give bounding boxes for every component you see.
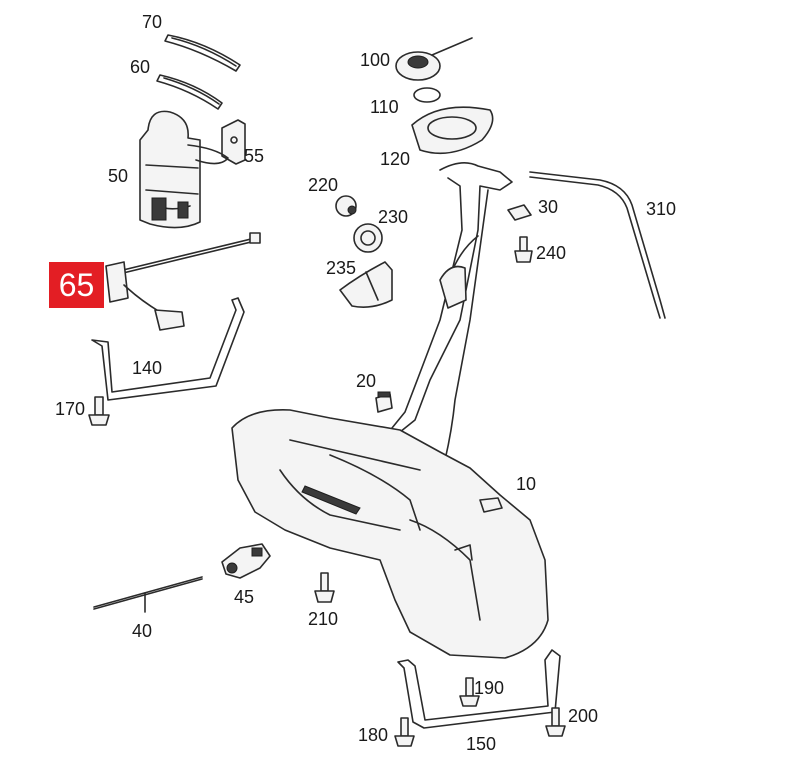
label-140: 140 (132, 358, 162, 378)
highlight-badge (49, 262, 104, 308)
part-120-filler-housing (411, 106, 494, 155)
label-55: 55 (244, 146, 264, 166)
part-220-grommet (335, 195, 357, 217)
part-210-bolt (314, 572, 335, 603)
label-150: 150 (466, 734, 496, 754)
label-220: 220 (308, 175, 338, 195)
label-210: 210 (308, 609, 338, 629)
label-120: 120 (380, 149, 410, 169)
part-200-bolt (545, 707, 566, 737)
part-30-pad (507, 204, 532, 221)
part-70-gasket (164, 34, 241, 72)
part-55-clip (221, 119, 246, 165)
part-180-bolt (394, 717, 415, 747)
part-170-bolt (88, 396, 110, 426)
label-30: 30 (538, 197, 558, 217)
label-10: 10 (516, 474, 536, 494)
label-200: 200 (568, 706, 598, 726)
part-230-valve (353, 223, 383, 253)
label-20: 20 (356, 371, 376, 391)
part-240-bolt (514, 236, 533, 263)
label-100: 100 (360, 50, 390, 70)
label-40: 40 (132, 621, 152, 641)
part-190-bolt (459, 677, 480, 707)
part-235-heat-shield (339, 261, 393, 308)
part-50-fuel-pump (139, 110, 229, 229)
label-310: 310 (646, 199, 676, 219)
filler-neck (391, 162, 513, 461)
label-230: 230 (378, 207, 408, 227)
label-60: 60 (130, 57, 150, 77)
label-110: 110 (370, 97, 399, 117)
part-310-vent-line (529, 171, 666, 319)
part-60-seal (156, 74, 223, 110)
label-180: 180 (358, 725, 388, 745)
part-100-filler-cap (395, 37, 473, 81)
part-110-o-ring (413, 87, 441, 103)
label-70: 70 (142, 12, 162, 32)
highlight-label-65: 65 (58, 267, 95, 303)
label-240: 240 (536, 243, 566, 263)
label-190: 190 (474, 678, 504, 698)
part-20-bump-stop (375, 391, 393, 413)
part-40-rod (93, 576, 203, 613)
part-10-fuel-tank (231, 409, 549, 659)
label-235: 235 (326, 258, 356, 278)
label-45: 45 (234, 587, 254, 607)
part-65-level-sensor (105, 232, 261, 331)
part-150-strap (397, 649, 561, 729)
label-170: 170 (55, 399, 85, 419)
part-45-sensor (221, 543, 271, 579)
part-140-strap (91, 297, 245, 401)
label-50: 50 (108, 166, 128, 186)
